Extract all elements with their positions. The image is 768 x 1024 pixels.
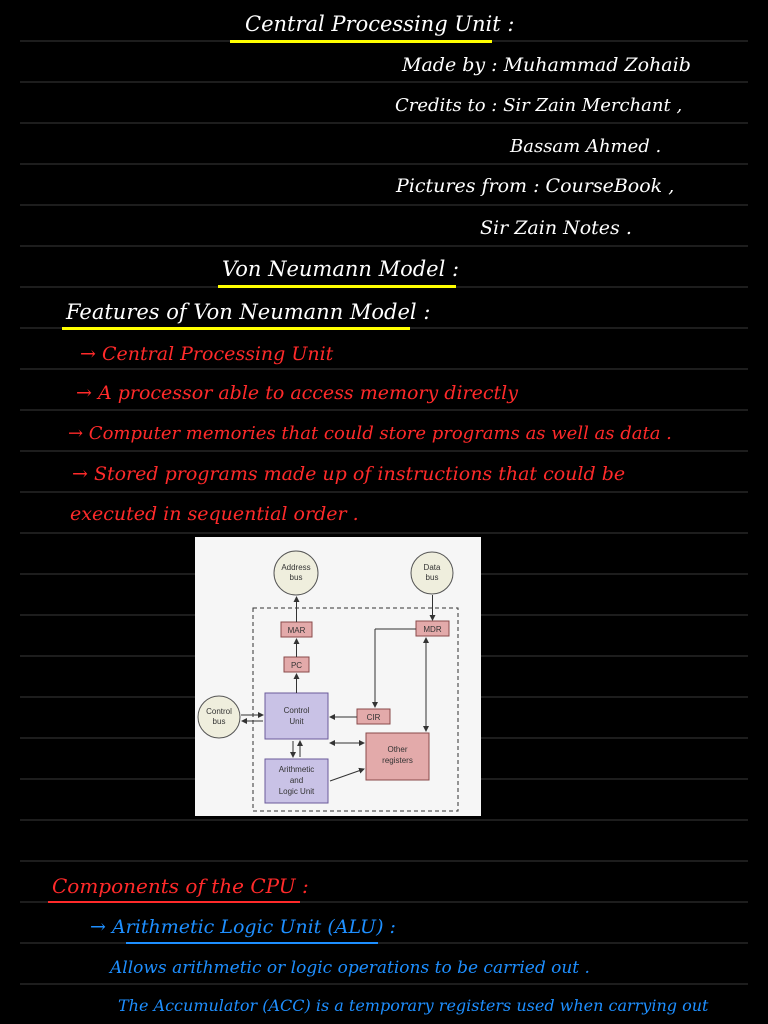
model-heading: Von Neumann Model : [222,257,460,281]
control-bus-label-2: bus [213,717,226,726]
pictures-line-1: Pictures from : CourseBook , [396,175,675,197]
components-heading-underline [48,901,300,903]
alu-description-line-2: The Accumulator (ACC) is a temporary reg… [118,996,709,1015]
data-bus-label-1: Data [424,563,441,572]
features-heading: Features of Von Neumann Model : [66,300,431,324]
alu-box: Arithmetic and Logic Unit [264,758,329,804]
address-bus-label-2: bus [290,573,303,582]
svg-text:registers: registers [382,756,413,765]
pictures-line-2: Sir Zain Notes . [480,217,632,239]
svg-text:Control: Control [284,706,310,715]
features-heading-highlight [62,327,410,330]
feature-item-3: → Computer memories that could store pro… [68,423,672,444]
svg-text:MAR: MAR [288,626,306,635]
alu-heading: → Arithmetic Logic Unit (ALU) : [90,916,396,938]
feature-item-5: executed in sequential order . [70,503,359,525]
control-unit-box: Control Unit [264,692,329,740]
address-bus-node: Address bus [273,550,319,596]
data-bus-label-2: bus [426,573,439,582]
mar-register: MAR [280,621,313,638]
components-heading: Components of the CPU : [52,874,309,898]
alu-description-line-1: Allows arithmetic or logic operations to… [110,958,590,978]
svg-text:Unit: Unit [289,717,304,726]
feature-item-1: → Central Processing Unit [80,343,334,365]
mdr-register: MDR [415,620,450,637]
svg-text:MDR: MDR [423,625,441,634]
other-registers-box: Other registers [365,732,430,781]
data-bus-node: Data bus [410,551,454,595]
model-heading-highlight [218,285,456,288]
credits-line-2: Bassam Ahmed . [510,136,662,157]
feature-item-4: → Stored programs made up of instruction… [72,463,626,485]
address-bus-label-1: Address [281,563,310,572]
page-title: Central Processing Unit : [245,12,515,36]
alu-heading-underline [126,942,378,944]
control-bus-label-1: Control [206,707,232,716]
title-highlight [230,40,492,43]
svg-text:and: and [290,776,303,785]
svg-text:Arithmetic: Arithmetic [279,765,315,774]
cpu-boundary [252,607,459,812]
control-bus-node: Control bus [197,695,241,739]
pc-register: PC [283,656,310,673]
svg-text:CIR: CIR [367,713,381,722]
von-neumann-diagram: Address bus Data bus Control bus MAR MDR [195,537,481,816]
feature-item-2: → A processor able to access memory dire… [76,382,518,404]
svg-text:Logic Unit: Logic Unit [279,787,315,796]
credits-line-1: Credits to : Sir Zain Merchant , [395,95,683,116]
made-by-line: Made by : Muhammad Zohaib [402,54,691,76]
svg-text:PC: PC [291,661,302,670]
cir-register: CIR [356,708,391,725]
svg-text:Other: Other [387,745,407,754]
